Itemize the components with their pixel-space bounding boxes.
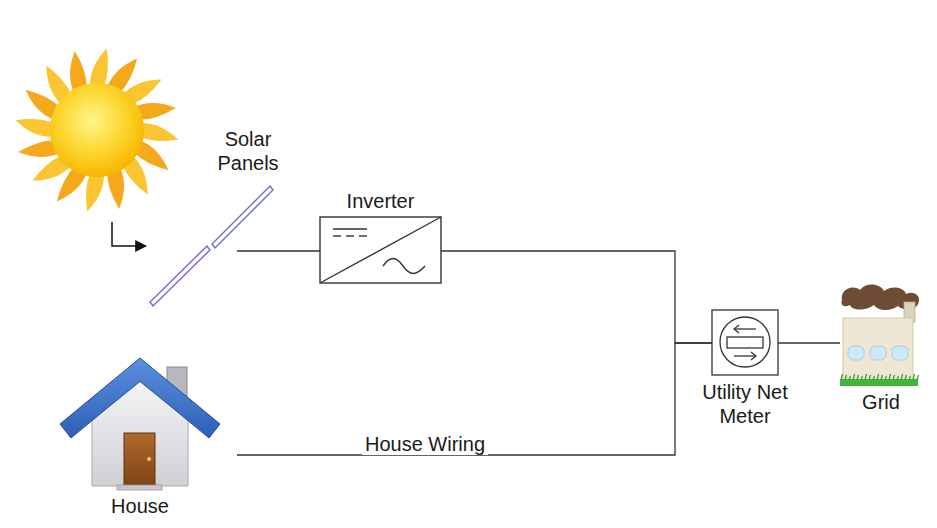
wire [441, 251, 712, 343]
grass-blade [889, 374, 891, 380]
sun-rays [16, 49, 179, 212]
sun-ray [16, 119, 54, 137]
wire [237, 250, 320, 251]
grass-blade [845, 375, 847, 380]
grass-blade [857, 375, 859, 380]
grass-blade [865, 374, 867, 380]
node-label: House [80, 494, 200, 518]
grass-blade [849, 376, 851, 380]
sun-ray [140, 123, 178, 141]
grass-blade [917, 375, 919, 380]
sun [50, 83, 144, 177]
grass-blade [877, 374, 879, 380]
grass-blade [881, 375, 883, 380]
sunlight-arrow [112, 222, 146, 246]
grass-blade [893, 375, 895, 380]
solar-panels: Solar Panels [150, 187, 237, 307]
wire [237, 343, 712, 455]
grass-blade [869, 375, 871, 380]
grass-blade [909, 376, 911, 380]
grass-blade [885, 376, 887, 380]
inverter-symbol [320, 217, 441, 283]
node-label: Grid [840, 390, 922, 414]
grass-blade [853, 374, 855, 380]
grass-blade [905, 375, 907, 380]
grid-plant: Grid [840, 286, 918, 386]
net-meter-symbol [712, 310, 778, 375]
sun-ray [86, 173, 104, 211]
grass-blade [861, 376, 863, 380]
grass-blade [901, 374, 903, 380]
sun-ray [90, 49, 108, 87]
house-icon [60, 358, 220, 490]
node-label: Utility Net Meter [680, 380, 810, 428]
node-label: Solar Panels [208, 127, 288, 175]
house: House [60, 358, 237, 490]
solar-panel-icon [150, 186, 273, 306]
grass-blade [841, 374, 843, 380]
power-plant-icon [840, 284, 919, 386]
wire-label: House Wiring [362, 433, 488, 455]
grass-blade [897, 376, 899, 380]
inverter-box: Inverter [320, 217, 441, 283]
grass-blade [873, 376, 875, 380]
node-label: Inverter [320, 189, 441, 213]
grass-blade [913, 374, 915, 380]
wire [778, 342, 840, 343]
utility-net-meter: Utility Net Meter [712, 310, 778, 375]
